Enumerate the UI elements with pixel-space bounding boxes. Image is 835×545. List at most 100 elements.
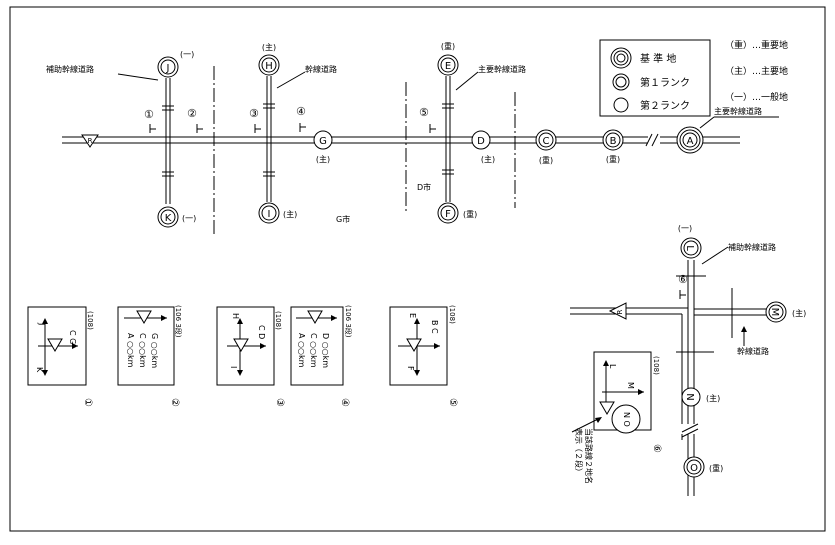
node-D: D (主) [471, 130, 495, 164]
svg-text:H: H [265, 61, 273, 72]
svg-text:B: B [610, 136, 617, 147]
svg-text:(主): (主) [262, 42, 276, 52]
svg-text:C D: C D [257, 325, 266, 339]
sign-position-ticks [149, 123, 436, 133]
trunk-leader [276, 71, 306, 89]
branch-H-I [263, 76, 275, 202]
svg-text:R: R [616, 309, 624, 314]
svg-text:O: O [690, 463, 698, 474]
svg-text:(一): (一) [678, 224, 692, 233]
sign-position-6: ⑥ [678, 273, 688, 299]
svg-text:（一）…一般地: （一）…一般地 [725, 91, 788, 103]
sign-positions: ① ② ③ ④ ⑤ [144, 105, 429, 121]
sign-panel-1: J K C G (108) ① [27, 306, 94, 407]
svg-text:C ○○km: C ○○km [309, 333, 318, 368]
node-H: (主) H [258, 42, 280, 76]
node-B: B (重) [602, 129, 624, 164]
svg-text:C ○○km: C ○○km [138, 333, 147, 368]
branch-J-K [162, 78, 174, 204]
auxiliary-trunk-label-L: 補助幹線道路 [728, 242, 776, 252]
svg-text:①: ① [144, 108, 154, 121]
svg-text:K: K [165, 213, 172, 224]
svg-text:(重): (重) [463, 209, 477, 219]
svg-text:C G: C G [68, 330, 77, 344]
sign-6-note-line: 当該路線２地名 [584, 428, 594, 484]
svg-text:D ○○km: D ○○km [321, 333, 330, 368]
svg-text:A ○○km: A ○○km [297, 333, 306, 368]
sign-6-note-line: 表示（２段） [574, 428, 584, 476]
svg-text:(106 3段): (106 3段) [344, 305, 353, 338]
legend: 基 準 地 第１ランク 第２ランク [599, 39, 711, 117]
auxiliary-trunk-leader [117, 73, 159, 81]
svg-text:（重）…重要地: （重）…重要地 [725, 39, 788, 51]
svg-text:K: K [35, 367, 44, 373]
svg-text:(108): (108) [274, 311, 282, 330]
svg-text:③: ③ [274, 398, 285, 407]
branch-E-F [442, 76, 454, 202]
svg-text:I: I [229, 366, 238, 368]
svg-text:(重): (重) [539, 155, 553, 165]
svg-text:⑥: ⑥ [678, 273, 688, 286]
svg-text:（主）…主要地: （主）…主要地 [725, 65, 788, 77]
node-F: F (重) [437, 202, 477, 224]
svg-text:M: M [626, 382, 635, 389]
svg-text:A ○○km: A ○○km [126, 333, 135, 368]
svg-text:(108): (108) [448, 305, 456, 324]
svg-text:⑤: ⑤ [447, 398, 458, 407]
city-D: D市 [417, 182, 431, 192]
node-N: N (主) [681, 387, 720, 407]
svg-text:第１ランク: 第１ランク [640, 76, 690, 89]
node-M: M (主) [765, 301, 806, 323]
svg-text:(108): (108) [86, 311, 94, 330]
sign-panel-2: A ○○km C ○○km G ○○km (106 3段) ② [117, 305, 183, 407]
svg-text:M: M [769, 308, 780, 317]
svg-text:②: ② [169, 398, 180, 407]
svg-text:D: D [477, 136, 485, 147]
sign-panel-6: L M N O (108) ⑥ [593, 351, 662, 453]
svg-text:F: F [406, 366, 415, 371]
svg-text:④: ④ [339, 398, 350, 407]
svg-text:(重): (重) [441, 41, 455, 51]
node-I: I (主) [258, 202, 297, 224]
svg-text:N O: N O [622, 412, 631, 427]
outer-frame [9, 6, 826, 532]
svg-text:G: G [319, 136, 327, 147]
svg-text:⑤: ⑤ [419, 106, 429, 119]
trunk-label-M: 幹線道路 [737, 346, 769, 356]
node-E: (重) E [437, 41, 459, 76]
svg-text:(一): (一) [182, 214, 196, 223]
svg-text:C: C [543, 136, 550, 147]
sign-panel-5: E F B C (108) ⑤ [389, 305, 458, 407]
node-L: (一) L [678, 224, 702, 259]
svg-text:L: L [608, 364, 617, 369]
svg-text:A: A [687, 136, 694, 147]
svg-text:①: ① [82, 398, 93, 407]
svg-text:(重): (重) [709, 463, 723, 473]
svg-text:第２ランク: 第２ランク [640, 99, 690, 112]
svg-text:④: ④ [296, 105, 306, 118]
svg-text:B C: B C [430, 320, 439, 334]
svg-text:L: L [684, 245, 695, 251]
svg-text:③: ③ [249, 107, 259, 120]
city-G: G市 [336, 214, 350, 224]
main-road [62, 133, 740, 147]
sign-panel-4: A ○○km C ○○km D ○○km (106 3段) ④ [290, 305, 353, 407]
svg-text:⑥: ⑥ [651, 444, 662, 453]
main-trunk-label-A: 主要幹線道路 [714, 106, 762, 116]
svg-text:(108): (108) [652, 356, 660, 375]
svg-text:(主): (主) [316, 154, 330, 164]
svg-text:F: F [445, 209, 451, 220]
svg-text:J: J [37, 322, 46, 325]
svg-text:E: E [445, 61, 451, 72]
node-O: O (重) [683, 456, 723, 478]
svg-text:J: J [166, 63, 170, 74]
svg-text:(一): (一) [180, 50, 194, 59]
node-A: A [676, 126, 704, 154]
svg-text:N: N [684, 393, 695, 400]
svg-text:E: E [408, 313, 417, 318]
svg-text:(主): (主) [706, 393, 720, 403]
svg-text:(主): (主) [792, 308, 806, 318]
svg-text:(主): (主) [481, 154, 495, 164]
